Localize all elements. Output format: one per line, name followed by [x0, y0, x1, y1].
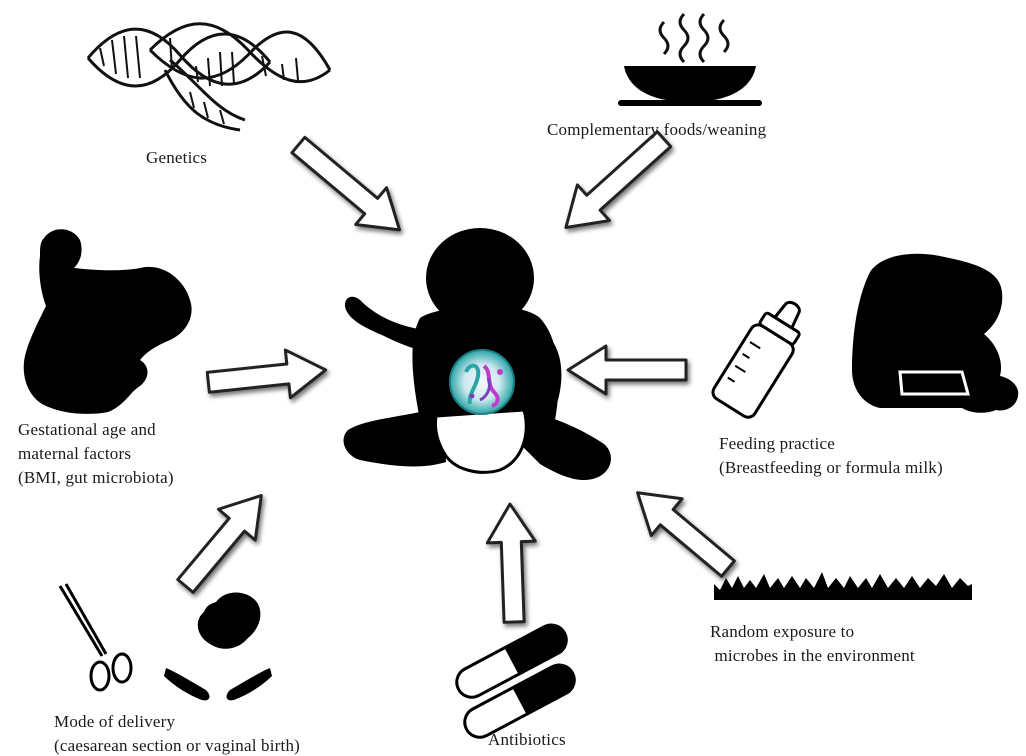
complementary-foods-label-line: Complementary foods/weaning: [547, 120, 767, 139]
diaper-shape: [434, 408, 528, 474]
feeding-label-line-2: (Breastfeeding or formula milk): [719, 458, 943, 477]
arrow-genetics: [290, 135, 401, 232]
dna-icon: [86, 22, 332, 132]
steaming-bowl-icon: [618, 12, 762, 106]
arrow-complementary-foods: [564, 130, 673, 229]
arrow-delivery: [176, 494, 263, 594]
environment-label-line-2: microbes in the environment: [710, 646, 915, 665]
fetus-in-hands-icon: [164, 592, 272, 701]
scissors-icon: [58, 583, 133, 692]
environment-label-line-1: Random exposure to: [710, 622, 855, 641]
breastfeeding-detail: [898, 370, 970, 396]
arrow-environment: [636, 491, 736, 578]
complementary-foods-label: Complementary foods/weaning: [547, 118, 766, 142]
gestational-label-line-2: maternal factors: [18, 444, 132, 463]
antibiotics-label-line: Antibiotics: [488, 730, 566, 749]
arrow-gestational: [205, 348, 328, 400]
gestational-label-line-3: (BMI, gut microbiota): [18, 468, 174, 487]
breastfeeding-icon: [852, 253, 1019, 413]
feeding-label-line-1: Feeding practice: [719, 434, 836, 453]
gut-microbiota-icon: [449, 349, 515, 415]
grass-icon: [714, 572, 972, 600]
gestational-label: Gestational age and maternal factors (BM…: [18, 418, 174, 490]
environment-label: Random exposure to microbes in the envir…: [710, 620, 915, 668]
genetics-label: Genetics: [146, 146, 207, 170]
delivery-label-line-1: Mode of delivery: [54, 712, 176, 731]
infant-silhouette-icon: [343, 228, 611, 481]
antibiotics-label: Antibiotics: [488, 728, 566, 752]
pregnant-woman-icon: [23, 229, 192, 414]
baby-bottle-icon: [711, 300, 801, 419]
delivery-label: Mode of delivery (caesarean section or v…: [54, 710, 300, 756]
delivery-label-line-2: (caesarean section or vaginal birth): [54, 736, 301, 755]
arrow-feeding: [566, 344, 688, 396]
arrow-antibiotics: [485, 502, 537, 624]
capsules-icon: [455, 623, 576, 739]
gestational-label-line-1: Gestational age and: [18, 420, 156, 439]
feeding-label: Feeding practice (Breastfeeding or formu…: [719, 432, 943, 480]
genetics-label-line: Genetics: [146, 148, 208, 167]
